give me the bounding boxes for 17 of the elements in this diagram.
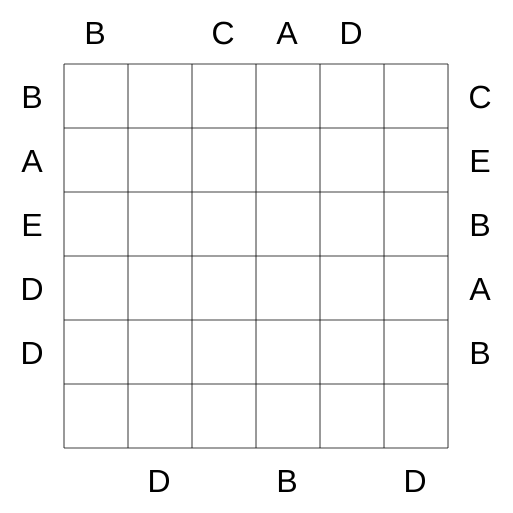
clue-letter: B [472, 342, 489, 364]
clue-letter: B [24, 86, 41, 108]
clue-letter: D [342, 22, 362, 44]
clue-letter: A [469, 278, 491, 300]
clue-letter: D [23, 342, 42, 364]
clue-letter: D [23, 278, 42, 300]
clue-letter: B [86, 22, 104, 44]
clue-letter: B [472, 214, 489, 236]
clue-letter: C [213, 22, 234, 44]
clue-letter: B [278, 470, 296, 492]
clue-letter: E [24, 214, 42, 236]
clue-letter: A [276, 22, 298, 44]
clue-letter: C [470, 86, 490, 108]
clue-letter: D [150, 470, 170, 492]
clue-letter: E [472, 150, 490, 172]
clue-letter: D [406, 470, 426, 492]
clue-letter: A [21, 150, 43, 172]
